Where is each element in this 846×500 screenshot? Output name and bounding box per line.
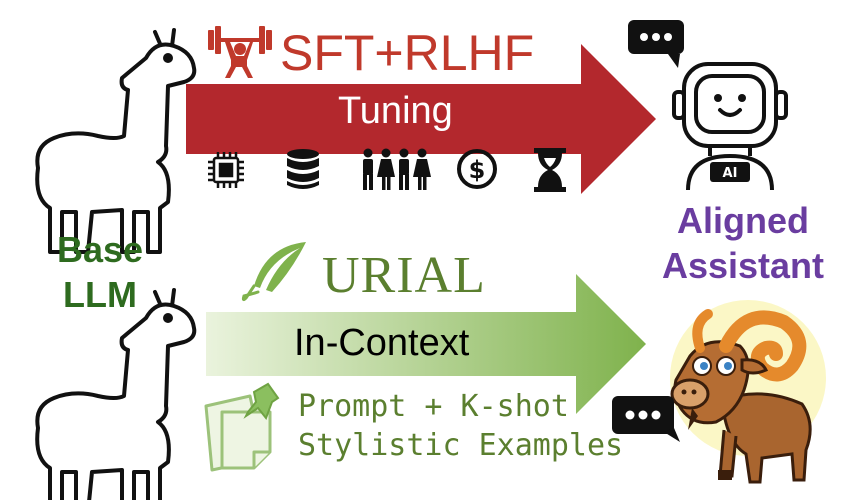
base-llm-label: Base LLM — [20, 227, 180, 317]
aligned-assistant-label: Aligned Assistant — [640, 198, 846, 288]
speech-bubble-icon — [612, 396, 680, 442]
dollar-icon: $ — [457, 149, 497, 189]
incontext-arrow-label: In-Context — [294, 322, 470, 364]
tuning-arrow — [186, 44, 656, 194]
prompt-caption-line1: Prompt + K-shot — [298, 389, 569, 424]
base-llm-line2: LLM — [63, 274, 137, 315]
prompt-caption: Prompt + K-shot Stylistic Examples — [298, 387, 623, 465]
aligned-line1: Aligned — [677, 200, 809, 241]
base-llm-line1: Base — [56, 229, 144, 270]
sft-rlhf-title: SFT+RLHF — [280, 25, 535, 81]
sticky-notes-icon — [204, 382, 280, 472]
chip-icon — [208, 152, 244, 188]
llama-icon-bottom — [35, 288, 197, 500]
database-icon — [287, 149, 319, 189]
hourglass-icon — [534, 148, 566, 192]
people-icon — [363, 148, 431, 190]
svg-text:$: $ — [469, 156, 486, 184]
prompt-caption-line2: Stylistic Examples — [298, 428, 624, 463]
goat-mascot-icon — [670, 300, 826, 484]
incontext-arrow — [206, 274, 646, 414]
svg-text:AI: AI — [723, 166, 738, 181]
weightlifter-icon — [208, 26, 272, 78]
robot-assistant-icon: AI — [628, 20, 788, 191]
quill-icon — [241, 242, 306, 302]
aligned-line2: Assistant — [661, 245, 825, 286]
llama-icon-top — [35, 28, 197, 254]
urial-title: URIAL — [322, 247, 486, 304]
tuning-arrow-label: Tuning — [338, 90, 453, 132]
